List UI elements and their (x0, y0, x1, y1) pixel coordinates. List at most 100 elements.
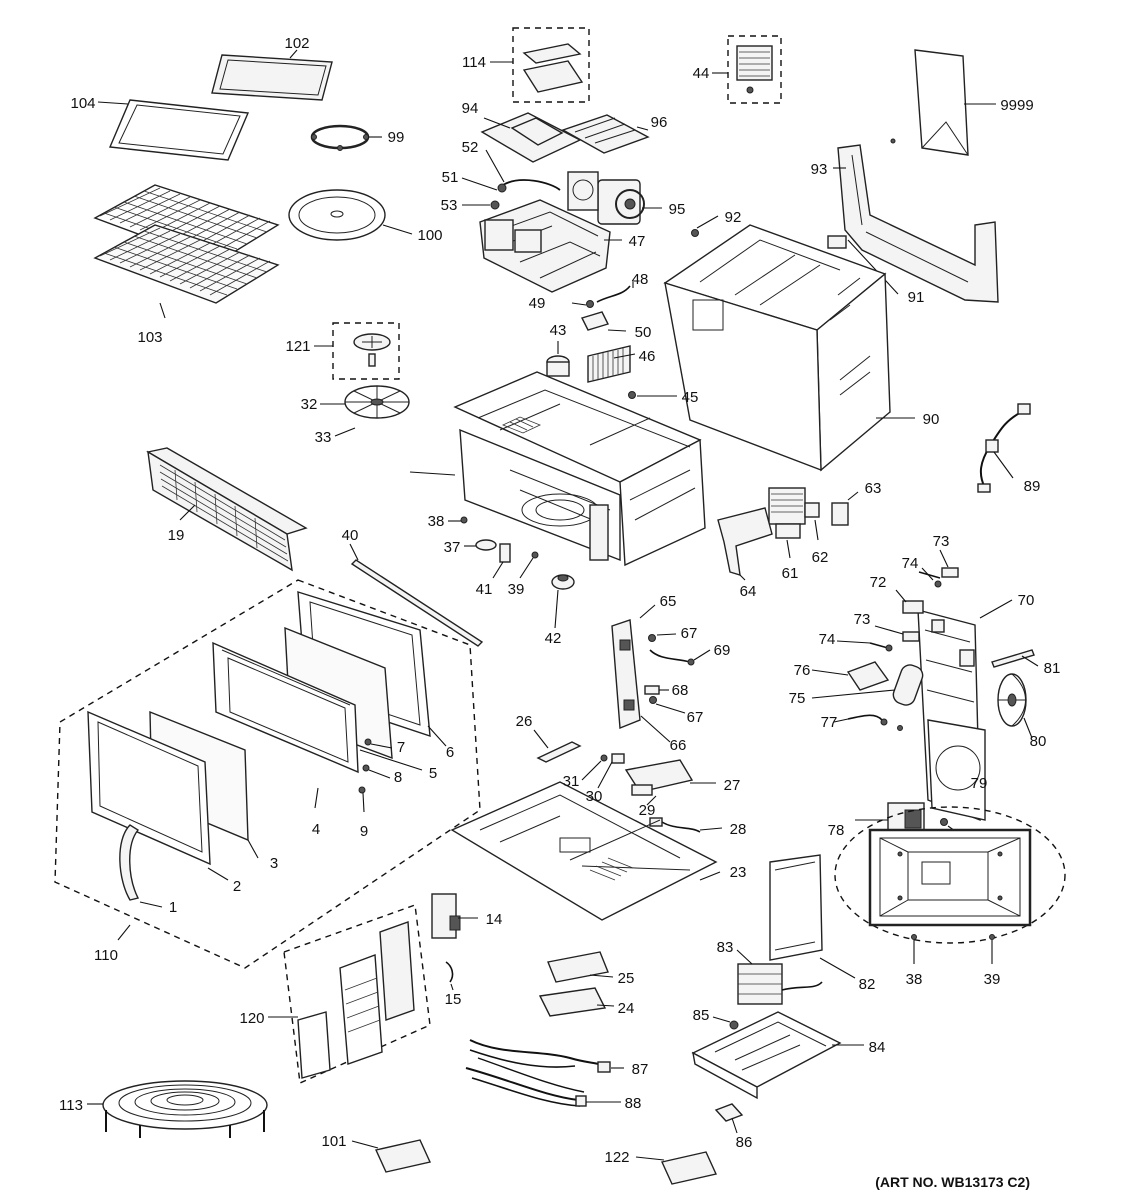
part-9999-manual (914, 49, 969, 156)
inset-detail-box (834, 806, 1066, 944)
callout-50: 50 (635, 324, 652, 341)
part-102-filter (211, 54, 333, 101)
part-84-base-plate (691, 1011, 842, 1100)
callout-44: 44 (693, 65, 710, 82)
callout-91: 91 (908, 289, 925, 306)
callout-61: 61 (782, 565, 799, 582)
part-73-74-relays-mid (869, 631, 920, 652)
callout-65: 65 (660, 593, 677, 610)
callout-114: 114 (462, 54, 486, 71)
part-78-motor (887, 802, 925, 834)
callout-82: 82 (859, 976, 876, 993)
part-96-bracket (561, 114, 650, 154)
part-26-bracket (536, 741, 582, 763)
part-64-waveguide (717, 507, 773, 576)
callout-70: 70 (1018, 592, 1035, 609)
callout-49: 49 (529, 295, 546, 312)
callout-39b: 39 (984, 971, 1001, 988)
part-89-power-cord (977, 403, 1031, 493)
part-31-30-clips (600, 753, 625, 764)
callout-32: 32 (301, 396, 318, 413)
callout-43: 43 (550, 322, 567, 339)
group-121-box (332, 322, 400, 380)
part-2-door-front (87, 710, 211, 866)
callout-74a: 74 (902, 555, 919, 572)
callout-6: 6 (446, 744, 454, 761)
callout-93: 93 (811, 161, 828, 178)
part-92-screw (691, 229, 699, 237)
callout-63: 63 (865, 480, 882, 497)
callout-99: 99 (388, 129, 405, 146)
part-91-clip (827, 235, 847, 249)
part-99-roller-ring (310, 124, 370, 151)
part-90-outer-case (663, 224, 891, 472)
callout-38b: 38 (906, 971, 923, 988)
callout-47: 47 (629, 233, 646, 250)
part-49-50-switch (581, 300, 609, 331)
callout-64: 64 (740, 583, 757, 600)
callout-81: 81 (1044, 660, 1061, 677)
callout-94: 94 (462, 100, 479, 117)
callout-48: 48 (632, 271, 649, 288)
part-122-manual (661, 1151, 717, 1185)
part-28-wire (649, 817, 701, 833)
inset-panel (868, 828, 1032, 940)
callout-67b: 67 (687, 709, 704, 726)
callout-42: 42 (545, 630, 562, 647)
callout-103: 103 (137, 329, 162, 346)
callout-77: 77 (821, 714, 838, 731)
part-14-module (431, 893, 461, 939)
part-83-transformer (737, 963, 823, 1005)
callout-120: 120 (239, 1010, 264, 1027)
part-38-screw (460, 516, 468, 524)
part-42-motor (551, 574, 575, 590)
callout-40: 40 (342, 527, 359, 544)
art-number: (ART NO. WB13173 C2) (875, 1174, 1030, 1190)
part-5-choke (212, 641, 359, 774)
callout-72: 72 (870, 574, 887, 591)
part-94-cover (480, 112, 582, 163)
callout-9: 9 (360, 823, 368, 840)
callout-52: 52 (462, 139, 479, 156)
callout-84: 84 (869, 1039, 886, 1056)
part-113-rack (102, 1080, 268, 1138)
callout-45: 45 (682, 389, 699, 406)
part-114-damper (522, 43, 584, 93)
callout-90: 90 (923, 411, 940, 428)
callout-68: 68 (672, 682, 689, 699)
part-121-coupler (353, 333, 391, 367)
callout-14: 14 (486, 911, 503, 928)
part-77-wire (847, 714, 903, 731)
group-110-door-box (54, 579, 481, 969)
callout-51: 51 (442, 169, 459, 186)
callout-79: 79 (971, 775, 988, 792)
part-100-turntable (288, 189, 386, 241)
callout-3: 3 (270, 855, 278, 872)
part-65-latch-board (611, 619, 641, 730)
group-114-box (512, 27, 590, 103)
callout-122: 122 (604, 1149, 629, 1166)
callout-7: 7 (397, 739, 405, 756)
part-95-fan-motor (567, 171, 645, 225)
part-27-light-housing (624, 759, 694, 796)
callout-53: 53 (441, 197, 458, 214)
callout-24: 24 (618, 1000, 635, 1017)
part-32-stirrer (344, 385, 410, 419)
callout-67a: 67 (681, 625, 698, 642)
callout-96: 96 (651, 114, 668, 131)
part-61-magnetron (768, 487, 806, 539)
callout-66: 66 (670, 737, 687, 754)
callout-113: 113 (59, 1097, 83, 1114)
callout-15: 15 (445, 991, 462, 1008)
callout-19: 19 (168, 527, 185, 544)
part-47-duct-housing (479, 199, 611, 293)
callout-28: 28 (730, 821, 747, 838)
callout-80: 80 (1030, 733, 1047, 750)
callout-74b: 74 (819, 631, 836, 648)
part-15-wire (445, 961, 454, 983)
callout-8: 8 (394, 769, 402, 786)
part-39-screw (531, 551, 539, 559)
callout-9999: 9999 (1000, 97, 1033, 114)
callout-102: 102 (284, 35, 309, 52)
part-120-control-panel (297, 921, 415, 1079)
